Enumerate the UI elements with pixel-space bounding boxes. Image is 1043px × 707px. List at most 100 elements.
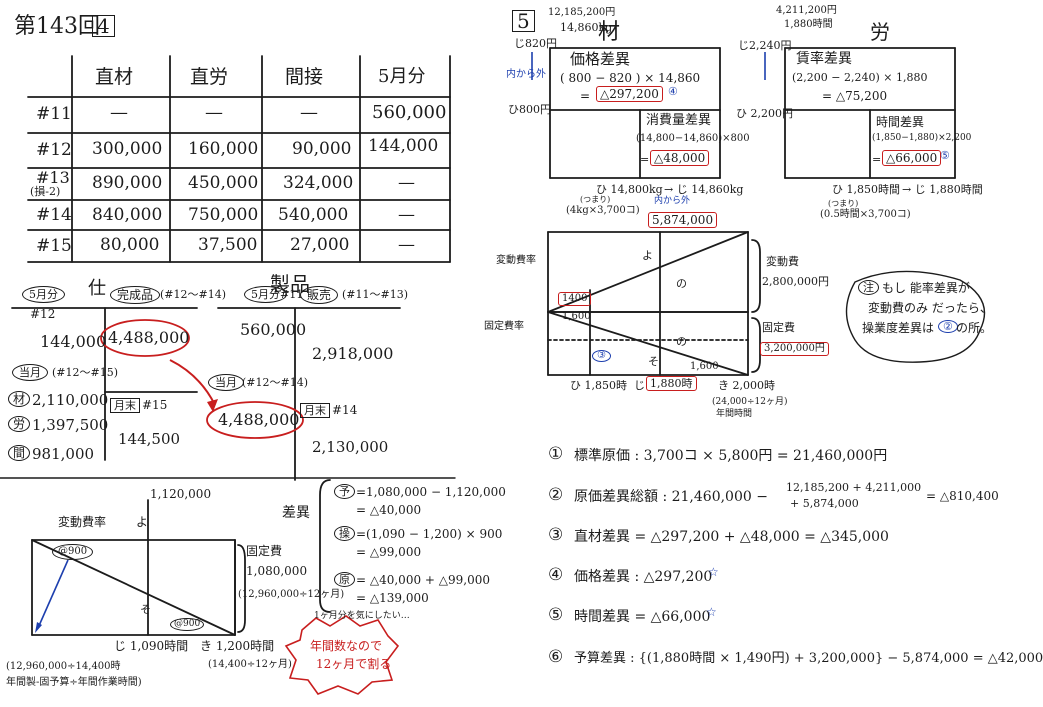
line-art: [0, 47, 986, 695]
circle-3-mark: ③: [592, 350, 611, 362]
budget-line-1: =1,080,000 − 1,120,000: [356, 485, 506, 499]
answer-6-text: 予算差異 : {(1,880時間 × 1,490円) + 3,200,000} …: [574, 651, 1043, 666]
rate-variance-value: = △75,200: [822, 89, 888, 103]
inside-out-note: 内から外: [506, 69, 546, 80]
left-note-2: 年間製-固予算÷年間作業時間): [6, 677, 142, 688]
completed-value: 4,488,000: [108, 328, 190, 347]
header-direct-labor: 直労: [190, 66, 229, 88]
row-label: #15: [36, 236, 72, 256]
material-actual-price: じ820円: [514, 37, 557, 50]
material-label: 材: [8, 391, 31, 407]
fixed-cost-sub: (12,960,000÷12ヶ月): [238, 589, 345, 600]
total-line-2: = △139,000: [356, 591, 429, 605]
table-cell: 37,500: [198, 235, 258, 255]
labor-bottom-sub-2: (0.5時間×3,700コ): [820, 209, 911, 220]
answer-5-text: 時間差異 = △66,000: [574, 609, 711, 625]
rate-1400: 1400: [558, 292, 592, 306]
table-cell: 560,000: [372, 102, 447, 123]
sales-range: (#11〜#13): [342, 288, 409, 301]
variable-cost-value: 2,800,000円: [762, 275, 829, 288]
labor-standard-hours: ひ 1,850時間: [832, 183, 900, 196]
note-line-1: もし 能率差異が: [882, 281, 970, 295]
month-end-label: 月末: [300, 403, 330, 418]
quantity-variance-title: 消費量差異: [646, 113, 712, 128]
material-top-2: 14,860kg: [560, 21, 613, 34]
price-variance-mark: ④: [668, 85, 678, 98]
labor-bottom-sub-1: (つまり): [828, 199, 859, 208]
answer-6-num: ⑥: [548, 647, 564, 667]
total-item: 原: [334, 572, 355, 587]
material-actual-qty: → じ 14,860kg: [664, 183, 744, 196]
answer-4-text: 価格差異 : △297,200: [574, 569, 713, 585]
budget-item: 予: [334, 484, 355, 499]
answer-5-num: ⑤: [548, 605, 564, 625]
note-line-3: 操業度差異は: [862, 321, 935, 335]
labor-top-1: 4,211,200円: [776, 5, 837, 16]
table-cell: 540,000: [278, 205, 349, 225]
row-label: #12: [36, 140, 72, 160]
current-month-label: 当月: [12, 364, 48, 381]
no-label: の: [676, 277, 687, 290]
header-indirect: 間接: [285, 66, 324, 88]
so-label: そ: [140, 603, 151, 616]
time-variance-eq: =: [872, 153, 882, 166]
row-label: #14: [36, 205, 72, 225]
header-may: 5月分: [378, 66, 426, 87]
row-label: #13: [36, 168, 70, 187]
labor-top-2: 1,880時間: [784, 19, 833, 30]
question-5-badge: 5: [512, 10, 535, 32]
sales-value: 2,918,000: [312, 344, 394, 363]
star-icon: ☆: [708, 565, 719, 579]
bubble-top: 1ヶ月分を気にしたい…: [314, 611, 410, 621]
variable-rate-label: 変動費率: [496, 255, 536, 266]
table-cell: 450,000: [188, 173, 259, 193]
material-value: 2,110,000: [32, 391, 109, 409]
answer-3-num: ③: [548, 525, 564, 545]
may-label: 5月分: [244, 286, 287, 303]
header-direct-material: 直材: [95, 66, 134, 88]
budget-line-2: = △40,000: [356, 503, 422, 517]
labor-label: 労: [8, 416, 31, 432]
t-title: 仕: [88, 278, 106, 299]
row-label: #11: [36, 104, 72, 124]
table-cell: 750,000: [188, 205, 259, 225]
capacity-item: 操: [334, 526, 355, 541]
table-cell: 90,000: [292, 139, 352, 159]
answer-1-num: ①: [548, 444, 564, 464]
overhead-value: 981,000: [32, 445, 95, 463]
table-cell: 80,000: [100, 235, 160, 255]
standard-hours: き 1,200時間: [200, 639, 275, 653]
time-variance-mark: ⑤: [940, 149, 950, 162]
left-note-1: (12,960,000÷14,400時: [6, 661, 121, 672]
bubble-line-2: 12ヶ月で割る: [316, 657, 392, 671]
answer-2-tail: = △810,400: [926, 489, 999, 503]
current-month-range: (#12〜#14): [242, 376, 309, 389]
fixed-cost-value: 3,200,000円: [760, 342, 829, 356]
price-variance-value: △297,200: [596, 86, 663, 102]
labor-actual-hours: → じ 1,880時間: [902, 183, 983, 196]
table-cell: 840,000: [92, 205, 163, 225]
actual-hours-value: 1,880時: [646, 376, 697, 391]
row-sublabel: (損-2): [30, 185, 61, 198]
material-title: 材: [598, 20, 621, 45]
actual-overhead-value: 5,874,000: [648, 212, 718, 228]
month-end-value: 144,500: [118, 430, 181, 448]
price-variance-formula: ( 800 − 820 ) × 14,860: [560, 71, 701, 85]
question-4-badge: 4: [92, 15, 115, 37]
time-variance-value: △66,000: [882, 150, 942, 166]
capacity-line-2: = △99,000: [356, 545, 422, 559]
inside-out-note-2: 内から外: [654, 196, 691, 206]
price-variance-eq: =: [580, 89, 591, 103]
quantity-variance-eq: =: [640, 153, 650, 166]
quantity-variance-formula: (14,800−14,860)×800: [636, 133, 750, 144]
material-top-1: 12,185,200円: [548, 7, 616, 18]
variable-rate-label: 変動費率: [58, 515, 107, 529]
current-month-range: (#12〜#15): [52, 366, 119, 379]
material-bottom-sub-1: (つまり): [580, 195, 611, 204]
fixed-cost-label: 固定費: [246, 544, 283, 558]
rate-circle: @900: [52, 544, 94, 560]
note-tail: の所。: [956, 321, 993, 335]
overhead-label: 間: [8, 445, 31, 461]
current-month-label: 当月: [208, 374, 244, 391]
actual-cost-value: 1,120,000: [150, 487, 212, 501]
